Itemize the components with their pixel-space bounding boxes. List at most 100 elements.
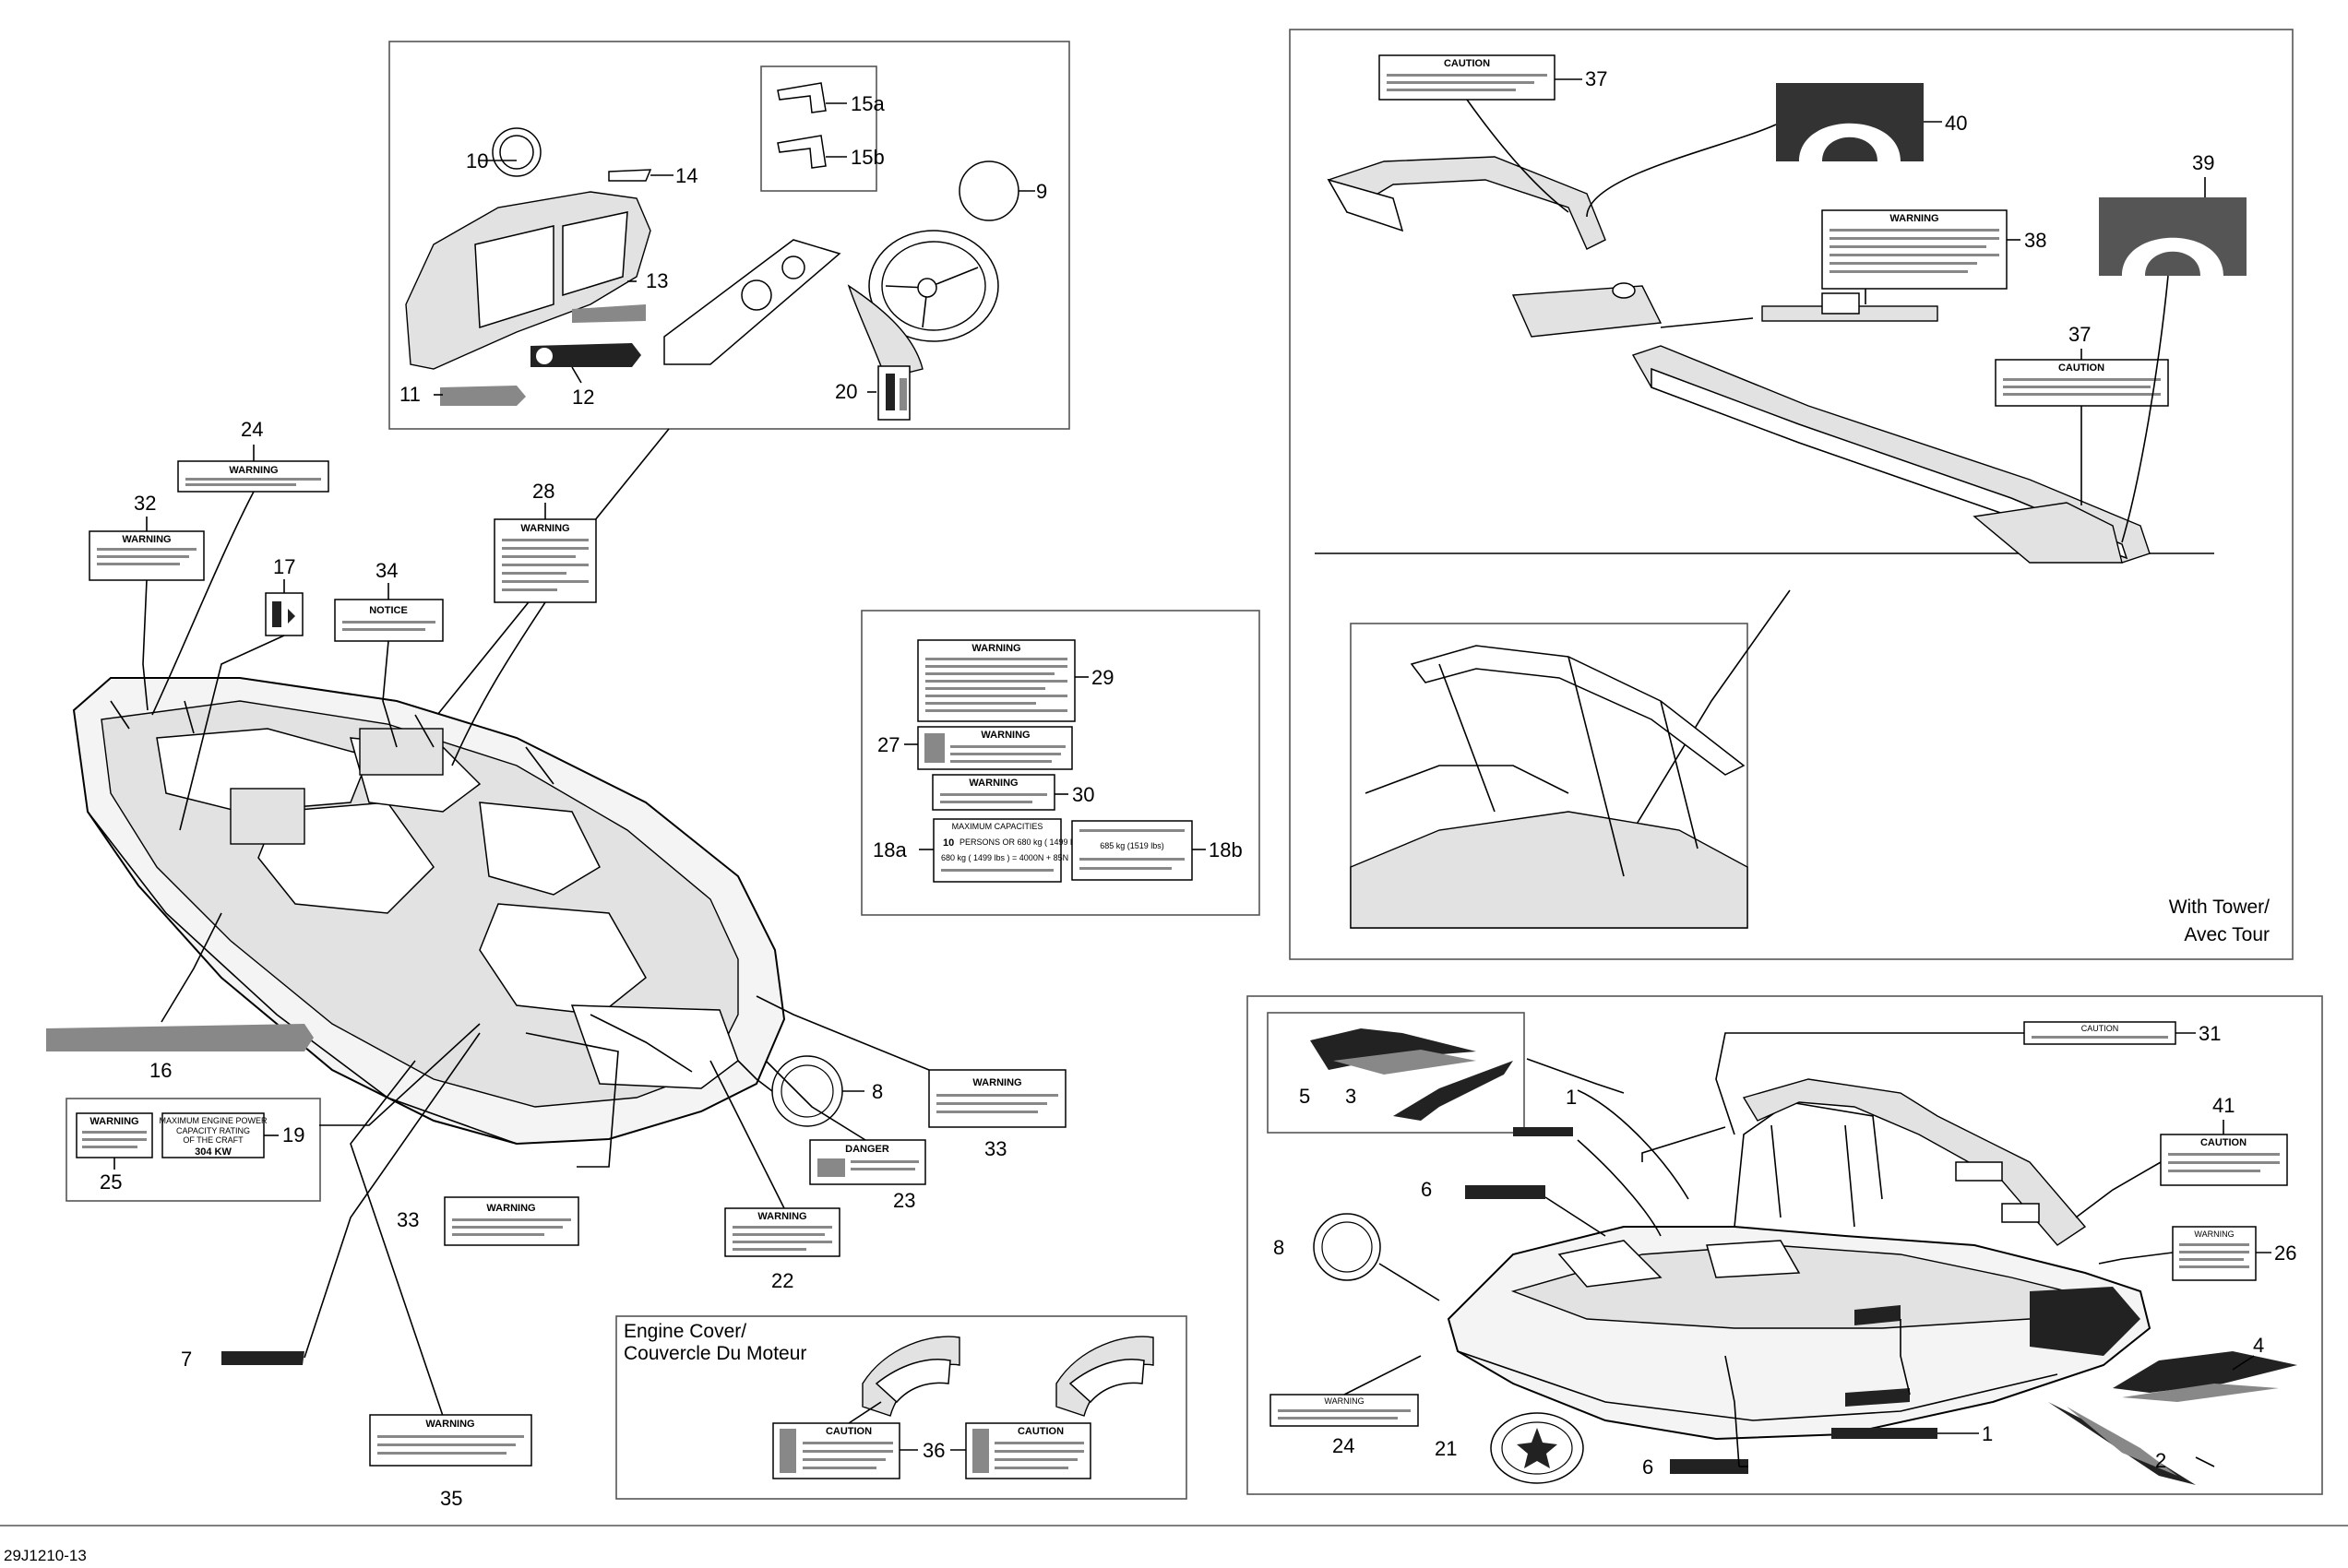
callout-29: 29 xyxy=(1091,666,1114,689)
callout-36: 36 xyxy=(923,1439,945,1462)
decal-27-label: WARNING xyxy=(917,726,1073,770)
svg-text:PERSONS OR 680 kg ( 1499 lbs ): PERSONS OR 680 kg ( 1499 lbs ) xyxy=(959,837,1086,847)
decal-19-capacity-plate: MAXIMUM ENGINE POWER CAPACITY RATING OF … xyxy=(159,1112,268,1158)
boat-illustration xyxy=(72,677,786,1146)
decal-22-label: WARNING xyxy=(724,1207,840,1257)
svg-text:WARNING: WARNING xyxy=(971,643,1020,654)
tower-caption-en: With Tower/ xyxy=(2169,897,2270,918)
callout-12: 12 xyxy=(572,386,594,409)
decal-6-logo-bottom xyxy=(1670,1459,1748,1474)
callout-32: 32 xyxy=(134,492,156,515)
svg-text:WARNING: WARNING xyxy=(1324,1396,1364,1406)
tower-detail-box xyxy=(1289,29,2294,960)
decal-21-seal-inner xyxy=(1501,1421,1573,1475)
svg-text:WARNING: WARNING xyxy=(229,465,278,476)
svg-text:MAXIMUM ENGINE POWER: MAXIMUM ENGINE POWER xyxy=(159,1116,268,1125)
decal-17-label xyxy=(265,592,304,636)
decal-41-label: CAUTION xyxy=(2160,1134,2288,1186)
boat-with-tower-illustration xyxy=(1447,1078,2151,1441)
svg-text:CAUTION: CAUTION xyxy=(2200,1137,2247,1148)
engine-caption-en: Engine Cover/ xyxy=(624,1321,746,1342)
callout-21: 21 xyxy=(1435,1437,1457,1460)
decal-1-logo-side xyxy=(1845,1388,1910,1407)
svg-text:WARNING: WARNING xyxy=(757,1211,806,1222)
svg-text:WARNING: WARNING xyxy=(2194,1229,2234,1239)
decal-15b-shape xyxy=(777,135,827,169)
decal-30-label: WARNING xyxy=(932,774,1055,811)
engine-cover-box xyxy=(615,1315,1187,1500)
decal-8-emblem xyxy=(771,1055,843,1127)
callout-6-top: 6 xyxy=(1421,1178,1432,1201)
decal-6-logo-top xyxy=(1465,1185,1545,1199)
svg-text:CAUTION: CAUTION xyxy=(2058,362,2104,374)
side-stripe-decals xyxy=(1310,1028,2297,1485)
tower-leader-lines xyxy=(1466,78,2206,831)
svg-text:MAXIMUM CAPACITIES: MAXIMUM CAPACITIES xyxy=(952,822,1043,831)
engine-caption-fr: Couvercle Du Moteur xyxy=(624,1343,806,1364)
boat-leader-lines xyxy=(142,445,930,1417)
callout-28: 28 xyxy=(532,480,554,503)
callout-3: 3 xyxy=(1345,1085,1356,1108)
callout-24: 24 xyxy=(241,418,263,441)
callout-40: 40 xyxy=(1945,112,1967,135)
tower-inset-illustration xyxy=(1350,645,1748,929)
boat-with-tower-leader-lines xyxy=(1343,1032,2271,1467)
callout-37-top: 37 xyxy=(1585,67,1607,90)
dashboard-illustration xyxy=(405,127,999,421)
decal-7-logo xyxy=(221,1351,304,1365)
decal-40-emblem xyxy=(1776,83,1924,161)
svg-text:OF THE CRAFT: OF THE CRAFT xyxy=(183,1135,244,1145)
callout-2: 2 xyxy=(2155,1449,2166,1472)
svg-text:CAUTION: CAUTION xyxy=(826,1426,872,1437)
callout-18a: 18a xyxy=(873,838,907,861)
callout-22: 22 xyxy=(771,1269,793,1292)
callout-16: 16 xyxy=(149,1059,172,1082)
svg-text:WARNING: WARNING xyxy=(520,523,569,534)
engine-leader-lines xyxy=(848,1401,966,1451)
decal-37-label-bottom: CAUTION xyxy=(1995,359,2169,407)
decal-35-label: WARNING xyxy=(369,1414,532,1467)
svg-text:WARNING: WARNING xyxy=(969,778,1018,789)
callout-33-center: 33 xyxy=(397,1208,419,1231)
svg-text:WARNING: WARNING xyxy=(981,730,1030,741)
callout-4: 4 xyxy=(2253,1334,2264,1357)
decal-15a-shape xyxy=(777,82,827,113)
svg-text:WARNING: WARNING xyxy=(972,1077,1021,1088)
callout-31: 31 xyxy=(2199,1022,2221,1045)
callout-41: 41 xyxy=(2212,1094,2235,1117)
decal-33-label-center: WARNING xyxy=(444,1196,579,1246)
callout-35: 35 xyxy=(440,1487,462,1510)
svg-text:CAPACITY RATING: CAPACITY RATING xyxy=(176,1126,250,1135)
svg-text:685 kg (1519 lbs): 685 kg (1519 lbs) xyxy=(1100,841,1164,850)
decal-18b-capacity-plate: 685 kg (1519 lbs) xyxy=(1071,820,1193,881)
callout-23: 23 xyxy=(893,1189,915,1212)
svg-text:WARNING: WARNING xyxy=(486,1203,535,1214)
side-stripes-box xyxy=(1267,1012,1525,1134)
svg-text:CAUTION: CAUTION xyxy=(1018,1426,1064,1437)
decal-15-inset xyxy=(760,65,877,192)
callout-1-bottom: 1 xyxy=(1982,1422,1993,1445)
callout-6-bottom: 6 xyxy=(1642,1455,1653,1479)
callout-14: 14 xyxy=(675,164,697,187)
warning-decals-box xyxy=(861,610,1260,916)
callout-15b: 15b xyxy=(851,146,885,169)
svg-text:WARNING: WARNING xyxy=(425,1419,474,1430)
svg-text:NOTICE: NOTICE xyxy=(369,605,408,616)
callout-25: 25 xyxy=(100,1170,122,1194)
decal-24-label-right: WARNING xyxy=(1269,1394,1419,1427)
callout-13: 13 xyxy=(646,269,668,292)
decal-34-label: NOTICE xyxy=(334,599,444,642)
svg-text:WARNING: WARNING xyxy=(1889,213,1938,224)
callout-30: 30 xyxy=(1072,783,1094,806)
decal-39-emblem xyxy=(2099,197,2247,276)
capacity-decals-box xyxy=(66,1098,321,1202)
decal-37-label-top: CAUTION xyxy=(1378,54,1555,101)
engine-cover-illustration-left xyxy=(862,1336,960,1417)
decal-8-emblem-right-inner xyxy=(1321,1221,1373,1273)
decal-33-label-right: WARNING xyxy=(928,1069,1067,1128)
callout-9: 9 xyxy=(1036,180,1047,203)
warning-box-leader-lines xyxy=(904,676,1206,850)
callout-34: 34 xyxy=(375,559,398,582)
svg-text:WARNING: WARNING xyxy=(89,1116,138,1127)
